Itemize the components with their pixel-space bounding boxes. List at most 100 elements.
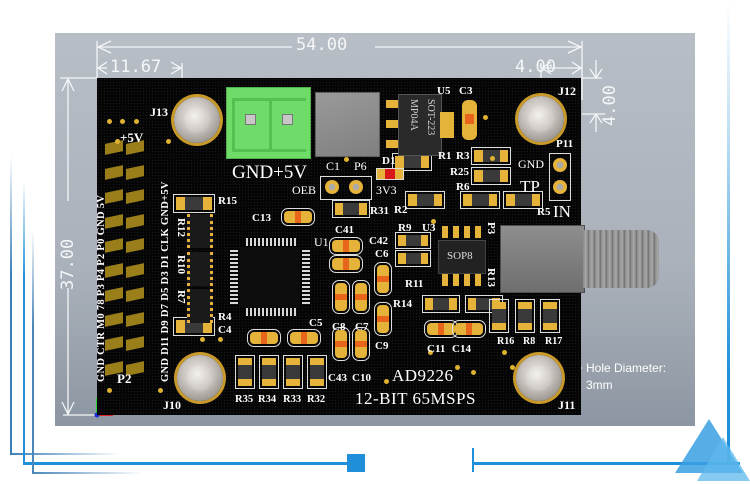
header-pin [126, 238, 144, 253]
mount-hole-j10[interactable] [177, 355, 223, 401]
capacitor-body [343, 240, 349, 252]
header-top-label: +5V [120, 130, 144, 145]
arrow-left [96, 40, 112, 54]
label-r15: R15 [218, 195, 237, 207]
via [502, 350, 507, 355]
via [107, 388, 112, 393]
led-body [385, 169, 395, 179]
smd-capacitor [352, 327, 370, 361]
via [455, 365, 460, 370]
label-c6: C6 [375, 248, 389, 260]
label-in: IN [553, 202, 571, 221]
frame-line-mid [23, 180, 25, 464]
capacitor-body [438, 323, 444, 335]
mount-cap [528, 106, 554, 132]
header-pin [126, 311, 144, 327]
smd-resistor [515, 299, 535, 333]
label-r7: R7 [175, 290, 187, 304]
label-c8: C8 [332, 321, 346, 333]
smd-resistor [540, 299, 560, 333]
oeb-pin-1 [325, 180, 339, 194]
sma-connector[interactable] [500, 225, 585, 293]
capacitor-body [335, 341, 347, 347]
label-u1: U1 [314, 235, 329, 249]
led-d1 [376, 168, 404, 180]
label-c1: C1 [326, 159, 341, 173]
label-r14: R14 [393, 298, 412, 310]
smd-capacitor [329, 237, 363, 255]
header-pin [105, 311, 123, 327]
label-p11: P11 [556, 138, 574, 150]
smd-resistor [460, 191, 500, 209]
label-j10: J10 [163, 398, 181, 412]
label-r9: R9 [398, 222, 412, 234]
smd-resistor [392, 153, 432, 171]
label-r11: R11 [405, 278, 424, 290]
via [200, 337, 205, 342]
arrow-left-offset-r [170, 61, 183, 75]
regulator-pad [386, 140, 398, 148]
opamp-package: SOP8 [447, 250, 473, 262]
resistor-network-r7 [187, 289, 213, 323]
oeb-jumper[interactable] [320, 176, 372, 200]
mount-hole-j12[interactable] [518, 96, 564, 142]
capacitor-body [466, 323, 472, 335]
label-r1: R1 [438, 150, 452, 162]
arrow-up [589, 112, 603, 124]
capacitor-body [377, 316, 389, 322]
label-c41: C41 [335, 224, 354, 236]
power-label: GND+5V [232, 162, 308, 183]
header-pin [105, 213, 123, 229]
smd-resistor [405, 191, 445, 209]
header-pin [105, 189, 123, 204]
label-c4: C4 [218, 324, 232, 336]
hole-annotation-line2: 3mm [586, 378, 613, 392]
smd-resistor [259, 355, 279, 389]
opamp-u3: SOP8 [438, 240, 486, 274]
resistor-body [492, 309, 506, 323]
regulator-tab [440, 112, 454, 138]
adc-pins-bottom [246, 308, 298, 316]
label-r25: R25 [450, 166, 469, 178]
cap-body [465, 114, 474, 124]
smd-capacitor [452, 320, 486, 338]
header-pin [105, 238, 123, 253]
label-u3: U3 [422, 222, 436, 234]
label-c9: C9 [375, 340, 389, 352]
terminal-slot-5v [269, 98, 306, 152]
label-r35: R35 [235, 394, 254, 405]
via [218, 337, 223, 342]
power-terminal[interactable] [226, 87, 311, 159]
header-pin [126, 336, 144, 351]
resistor-body [482, 170, 500, 182]
mount-cap [526, 365, 552, 391]
label-r6: R6 [456, 181, 470, 193]
adc-pins-left [230, 250, 238, 304]
smd-capacitor [332, 280, 350, 314]
smd-resistor [395, 250, 431, 267]
label-c11: C11 [427, 343, 446, 355]
via [490, 156, 495, 161]
resistor-body [518, 309, 532, 323]
resistor-body [310, 365, 324, 379]
smd-resistor [471, 167, 511, 185]
test-point-header[interactable] [549, 153, 571, 201]
label-u5: U5 [437, 85, 451, 97]
via [428, 350, 433, 355]
label-oeb: OEB [292, 183, 316, 197]
capacitor-body [355, 341, 367, 347]
label-r17: R17 [545, 336, 563, 347]
label-p3: P3 [485, 222, 497, 235]
smd-resistor [283, 355, 303, 389]
inductor-block [315, 92, 380, 157]
chip-name: AD9226 [392, 366, 454, 385]
frame-line-right [727, 0, 730, 465]
regulator-u5: SOT-223 MP04A [398, 94, 442, 156]
header-label-p2: P2 [117, 371, 132, 386]
mount-hole-j11[interactable] [516, 355, 562, 401]
resistor-body [262, 365, 276, 379]
mount-hole-j13[interactable] [174, 97, 220, 143]
frame-line-right-bottom [472, 462, 740, 465]
tp-pin-gnd [553, 158, 567, 172]
dim-right-offset-value: 4.00 [515, 57, 556, 77]
